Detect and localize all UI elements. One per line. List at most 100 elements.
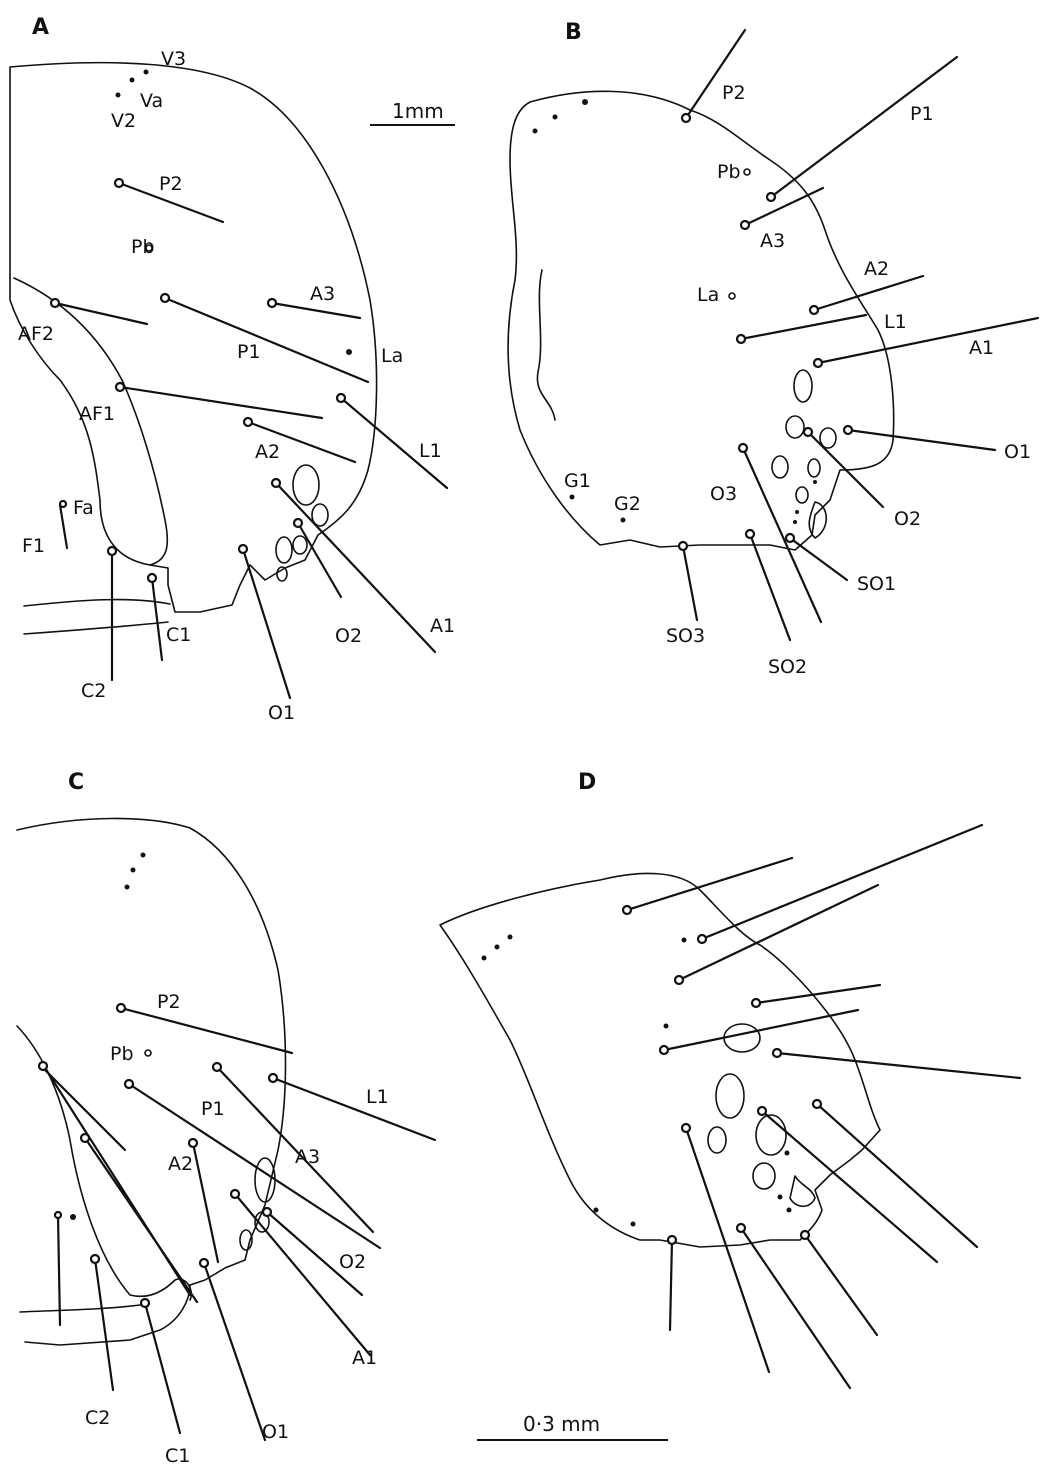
panel-b-pore	[621, 518, 626, 523]
panel-c: C	[17, 770, 435, 1467]
panel-b-pore	[582, 99, 588, 105]
panel-b-seta-socket	[679, 542, 687, 550]
panel-c-seta	[121, 1008, 292, 1053]
panel-b-seta	[686, 30, 745, 118]
panel-c-seta-socket	[81, 1134, 89, 1142]
panel-d-label: D	[578, 770, 596, 795]
panel-d-seta-socket	[682, 1124, 690, 1132]
panel-c-seta-socket	[231, 1190, 239, 1198]
panel-b-seta-socket	[737, 335, 745, 343]
panel-c-seta-socket	[91, 1255, 99, 1263]
seta-label: C2	[85, 1407, 110, 1429]
panel-a-neck-lower	[24, 622, 168, 634]
panel-c-seta	[145, 1303, 180, 1433]
panel-a-pore	[144, 70, 149, 75]
panel-d-seta	[805, 1235, 877, 1335]
panel-c-seta-socket	[213, 1063, 221, 1071]
panel-c-label: C	[68, 770, 84, 795]
panel-b: B	[508, 20, 1038, 678]
seta-label: A2	[255, 441, 280, 463]
panel-a-seta-socket	[108, 547, 116, 555]
panel-c-seta-socket	[125, 1080, 133, 1088]
panel-b-suture	[537, 270, 555, 420]
panel-c-pore	[141, 853, 146, 858]
panel-d-seta-socket	[623, 906, 631, 914]
panel-c-pore	[145, 1050, 151, 1056]
panel-d-seta-socket	[737, 1224, 745, 1232]
panel-b-seta	[771, 57, 957, 197]
panel-b-seta-socket	[739, 444, 747, 452]
panel-b-pore	[813, 480, 817, 484]
panel-c-pore	[125, 885, 130, 890]
seta-label: L1	[884, 311, 907, 333]
panel-c-seta-socket	[269, 1074, 277, 1082]
panel-c-seta	[204, 1263, 265, 1440]
panel-d-pore	[482, 956, 487, 961]
seta-label: SO2	[768, 656, 807, 678]
panel-b-seta	[818, 318, 1038, 363]
panel-a-seta	[165, 298, 368, 382]
seta-label: Pb	[717, 161, 741, 183]
panel-d-seta-socket	[801, 1231, 809, 1239]
panel-c-pore	[70, 1214, 76, 1220]
panel-d: D	[440, 770, 1020, 1388]
seta-label: V3	[161, 48, 186, 70]
seta-label: P1	[201, 1098, 225, 1120]
seta-label: O3	[710, 483, 737, 505]
panel-c-seta	[193, 1143, 218, 1262]
panel-d-seta-socket	[668, 1236, 676, 1244]
seta-label: C1	[165, 1445, 190, 1467]
panel-c-neck	[20, 1305, 140, 1312]
panel-b-seta-socket	[804, 428, 812, 436]
panel-b-seta-socket	[810, 306, 818, 314]
panel-c-pore	[131, 868, 136, 873]
panel-b-seta	[750, 534, 790, 640]
seta-label: P2	[159, 173, 183, 195]
panel-c-seta	[58, 1215, 60, 1325]
panel-b-pore	[795, 510, 799, 514]
seta-label: SO1	[857, 573, 896, 595]
panel-b-pore	[744, 169, 750, 175]
panel-a-seta-socket	[115, 179, 123, 187]
panel-a-neck-upper	[24, 600, 170, 606]
panel-b-seta-socket	[746, 530, 754, 538]
seta-label: C1	[166, 624, 191, 646]
seta-label: A3	[295, 1146, 320, 1168]
panel-d-seta-socket	[660, 1046, 668, 1054]
panel-b-seta-socket	[741, 221, 749, 229]
panel-d-pore	[682, 938, 687, 943]
panel-b-seta	[745, 188, 823, 225]
seta-label: SO3	[666, 625, 705, 647]
seta-label: La	[381, 345, 403, 367]
seta-label: La	[697, 284, 719, 306]
panel-a-seta-socket	[337, 394, 345, 402]
panel-a-seta-socket	[244, 418, 252, 426]
panel-d-stemma	[790, 1176, 815, 1206]
panel-d-seta-socket	[813, 1100, 821, 1108]
seta-label: P1	[237, 341, 261, 363]
panel-c-seta-socket	[55, 1212, 61, 1218]
panel-d-seta-socket	[675, 976, 683, 984]
panel-b-seta-socket	[682, 114, 690, 122]
panel-d-seta	[817, 1104, 977, 1247]
panel-c-seta-socket	[117, 1004, 125, 1012]
panel-b-pore	[729, 293, 735, 299]
panel-a-seta	[60, 505, 67, 548]
panel-c-seta	[273, 1078, 435, 1140]
panel-a-seta	[272, 303, 360, 318]
seta-label: Pb	[110, 1043, 134, 1065]
panel-a-seta-socket	[239, 545, 247, 553]
panel-d-stemma	[708, 1127, 726, 1153]
panel-b-pore	[533, 129, 538, 134]
panel-c-seta	[95, 1259, 113, 1390]
panel-a-stemma	[276, 537, 292, 563]
panel-c-seta-socket	[200, 1259, 208, 1267]
panel-a-seta-socket	[51, 299, 59, 307]
panel-c-seta-socket	[263, 1208, 271, 1216]
seta-label: P2	[722, 82, 746, 104]
panel-b-label: B	[565, 20, 582, 45]
panel-d-pore	[508, 935, 513, 940]
seta-label: A2	[864, 258, 889, 280]
seta-label: O1	[1004, 441, 1031, 463]
